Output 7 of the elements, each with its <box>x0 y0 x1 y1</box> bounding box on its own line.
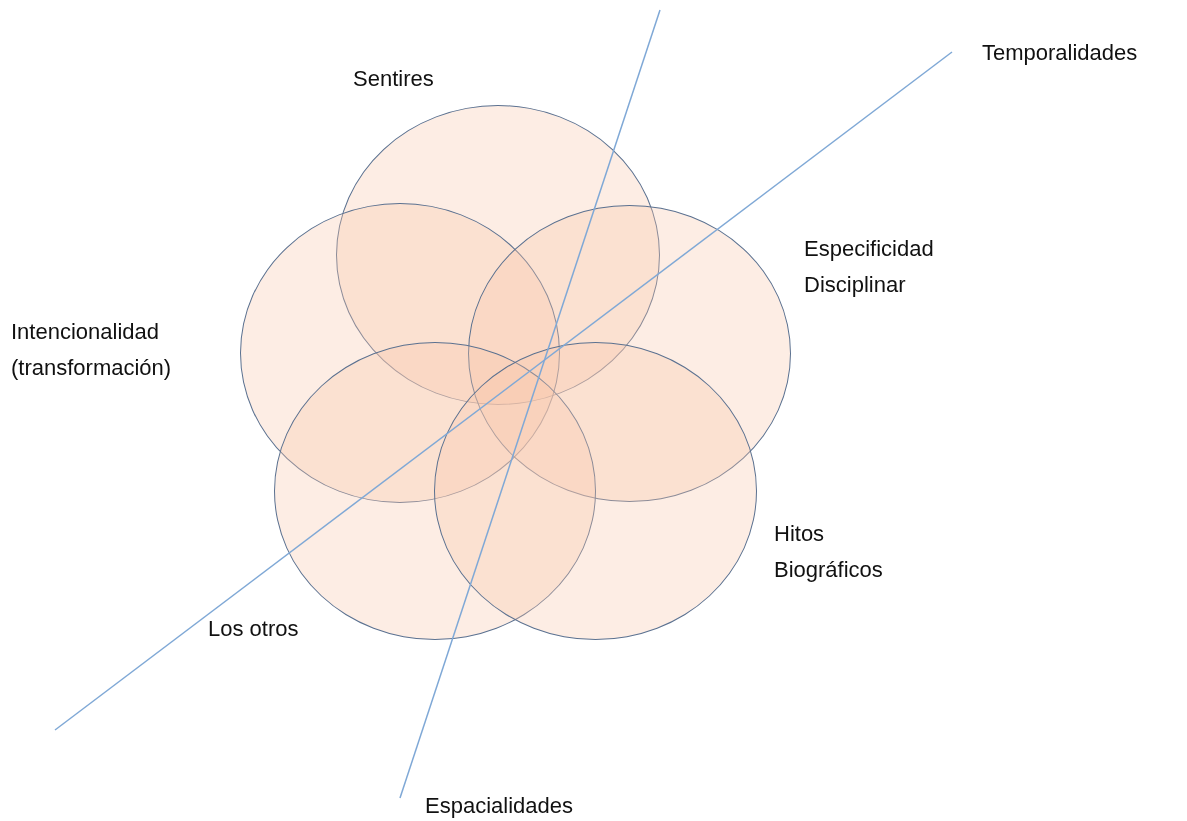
circle-label: Sentires <box>353 65 435 93</box>
axis-label: Espacialidades <box>425 792 573 820</box>
axis-label: Temporalidades <box>982 39 1138 67</box>
circle-label: Intencionalidad (transformación) <box>11 318 173 382</box>
circle-label: Hitos Biográficos <box>774 520 884 584</box>
circle-label: Especificidad Disciplinar <box>804 235 935 299</box>
circle-label: Los otros <box>208 615 300 643</box>
